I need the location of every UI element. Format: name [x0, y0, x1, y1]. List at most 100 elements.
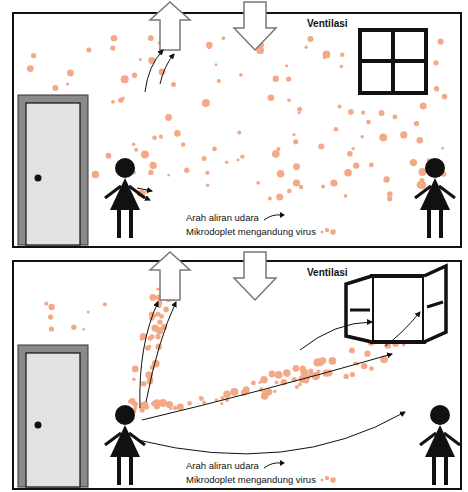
- droplet: [316, 358, 324, 366]
- person-figure: [415, 158, 455, 238]
- legend-entry: Arah aliran udara: [186, 459, 288, 471]
- droplet: [379, 110, 385, 116]
- droplet: [297, 107, 302, 112]
- legend-text: Arah aliran udara: [186, 212, 259, 223]
- droplet: [275, 371, 283, 379]
- droplet: [132, 73, 137, 78]
- droplet: [277, 147, 281, 151]
- droplet: [147, 345, 151, 349]
- droplet: [350, 372, 355, 377]
- droplet: [268, 94, 275, 101]
- droplet: [237, 158, 240, 161]
- legend-entry: Mikrodoplet mengandung virus: [186, 473, 345, 485]
- legend-entry: Mikrodoplet mengandung virus: [186, 225, 345, 237]
- person-figure: [420, 405, 460, 485]
- droplet: [344, 169, 352, 177]
- ventilation-label: Ventilasi: [307, 267, 348, 278]
- droplet: [92, 171, 100, 179]
- droplet: [340, 65, 344, 69]
- droplet: [293, 365, 300, 372]
- vent-out-arrow: [150, 2, 190, 50]
- airflow-arrow: [137, 194, 150, 200]
- droplet: [340, 53, 344, 57]
- droplet: [223, 391, 231, 399]
- droplet: [169, 407, 172, 410]
- droplet: [240, 154, 244, 158]
- legend-entry: Arah aliran udara: [186, 211, 288, 223]
- droplet: [139, 58, 142, 61]
- droplet: [349, 348, 355, 354]
- droplet: [157, 319, 162, 324]
- droplet: [129, 398, 135, 404]
- droplet: [275, 380, 279, 384]
- airflow-arrow: [142, 354, 392, 420]
- droplet: [351, 147, 354, 150]
- droplet: [121, 75, 129, 83]
- droplet: [184, 168, 189, 173]
- droplet: [148, 170, 153, 175]
- droplet: [393, 115, 398, 120]
- droplet: [87, 311, 90, 314]
- droplet: [269, 371, 276, 378]
- person-figure: [105, 405, 145, 485]
- droplet: [361, 363, 367, 369]
- door-knob: [35, 422, 42, 429]
- droplet: [207, 45, 211, 49]
- legend-text: Mikrodoplet mengandung virus: [186, 226, 316, 237]
- droplet: [159, 135, 163, 139]
- droplet: [48, 315, 53, 320]
- droplet: [262, 390, 270, 398]
- airflow-group: [137, 50, 420, 454]
- droplet: [205, 171, 209, 175]
- droplet: [111, 35, 117, 41]
- droplet: [387, 191, 393, 197]
- droplet: [173, 406, 178, 411]
- droplet: [379, 134, 387, 142]
- droplet: [174, 130, 181, 137]
- droplet: [434, 86, 439, 91]
- droplet: [202, 401, 206, 405]
- airflow-arrow: [160, 54, 174, 84]
- droplet: [150, 162, 157, 169]
- droplet: [316, 369, 320, 373]
- droplet: [268, 197, 272, 201]
- droplet: [163, 307, 169, 313]
- droplet: [438, 39, 444, 45]
- droplet: [145, 345, 150, 350]
- droplet: [243, 386, 250, 393]
- legend-sample: [262, 211, 288, 223]
- droplet: [151, 401, 156, 406]
- droplet: [318, 143, 324, 149]
- droplet: [442, 94, 448, 100]
- droplet: [287, 189, 292, 194]
- droplet: [329, 357, 337, 365]
- droplet: [299, 185, 304, 190]
- droplet: [256, 181, 260, 185]
- droplet: [230, 388, 238, 396]
- door-frame: [18, 345, 88, 487]
- droplet: [369, 163, 374, 168]
- droplet: [111, 100, 115, 104]
- door: [26, 103, 80, 245]
- droplet: [49, 326, 54, 331]
- droplet: [152, 135, 157, 140]
- droplet: [285, 64, 288, 67]
- droplet: [295, 385, 299, 389]
- droplet: [344, 194, 348, 198]
- droplet: [206, 42, 213, 49]
- droplet: [239, 73, 243, 77]
- droplet: [181, 142, 186, 147]
- droplet: [383, 176, 389, 182]
- legend-sample: [319, 225, 345, 237]
- droplet: [338, 105, 342, 109]
- droplet: [106, 153, 112, 159]
- droplet: [187, 401, 192, 406]
- droplet: [167, 174, 170, 177]
- droplet: [361, 111, 365, 115]
- droplet: [414, 121, 419, 126]
- droplet: [199, 396, 202, 399]
- door-frame: [18, 95, 88, 245]
- droplet: [293, 163, 300, 170]
- open-window: [346, 266, 446, 342]
